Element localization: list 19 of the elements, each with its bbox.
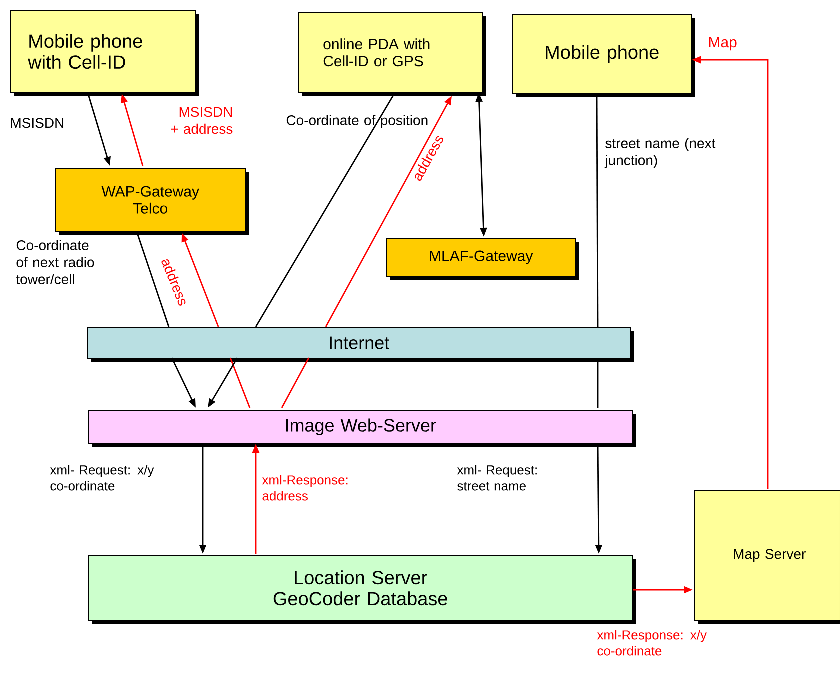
device-box: online PDA with Cell-ID or GPS — [298, 12, 486, 96]
gateway-box: MLAF-Gateway — [386, 238, 579, 280]
edge-label: xml-Response: address — [262, 475, 348, 501]
edge-label: xml-Response: x/y co-ordinate — [597, 630, 707, 656]
edge-label: Co-ordinate of position — [286, 115, 428, 128]
gateway-box: WAP-Gateway Telco — [55, 168, 249, 235]
edge-label: xml- Request: x/y co-ordinate — [50, 465, 154, 491]
edge-label: MSISDN — [11, 118, 64, 128]
edge-label: MSISDN + address — [171, 107, 233, 134]
edge-label: Co-ordinate of next radio tower/cell — [16, 240, 94, 284]
database-band: Location Server GeoCoder Database — [88, 555, 636, 624]
device-box: Mobile phone — [512, 14, 695, 97]
device-box: Mobile phone with Cell-ID — [10, 10, 199, 96]
edge-label: Map — [709, 37, 737, 51]
server-box: Map Server — [694, 490, 840, 624]
edge-label: xml- Request: street name — [457, 465, 537, 491]
server-band: Image Web-Server — [88, 410, 636, 447]
edge-label: street name (next junction) — [604, 138, 716, 168]
network-band: Internet — [87, 327, 634, 362]
